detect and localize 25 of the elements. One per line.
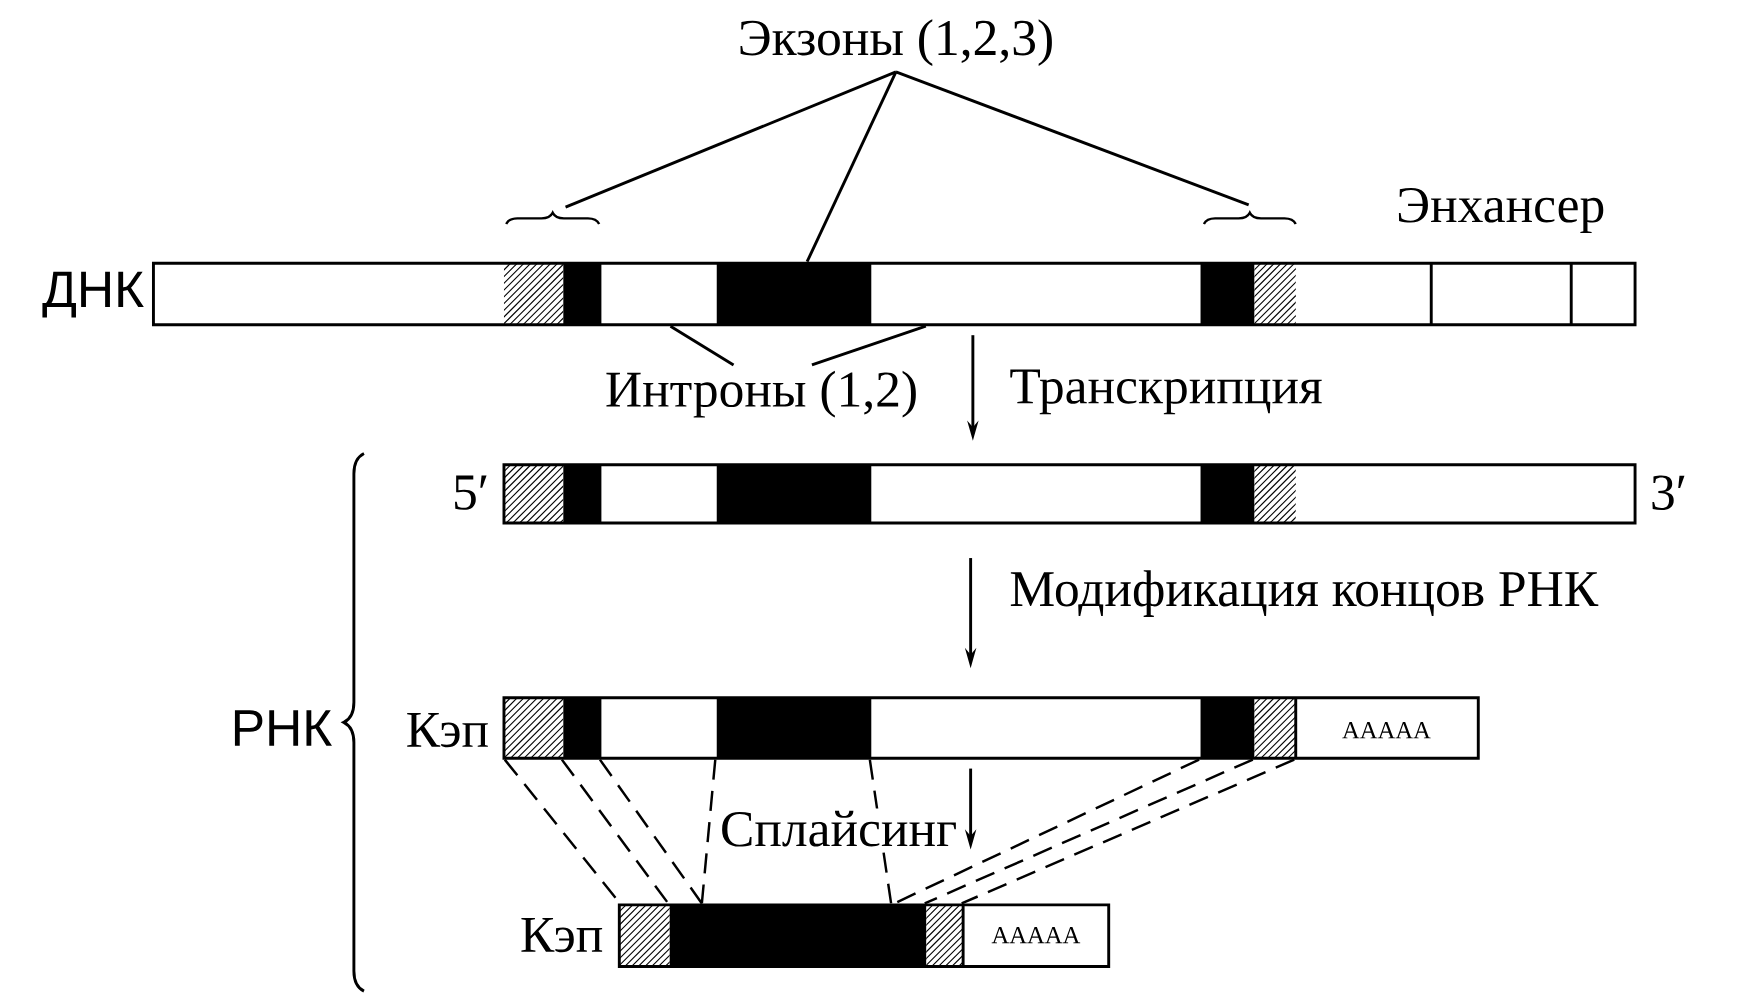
leader-line: [805, 71, 898, 263]
dna-strip: ДНК: [42, 261, 1637, 327]
dashed-line: [924, 758, 1254, 905]
edge-label: Модификация концов РНК: [1007, 568, 1601, 620]
node-label: Кэп: [407, 713, 488, 748]
dashed-line: [560, 759, 670, 905]
leader-line: [565, 70, 897, 209]
leader-line: [811, 325, 927, 367]
leader-line: [669, 325, 735, 367]
rna-strip: 5′ 3′: [455, 463, 1685, 525]
dashed-line: [598, 759, 703, 905]
label: РНК: [234, 710, 332, 746]
dashed-line: [700, 759, 717, 904]
callout-text: Экзоны (1,2,3): [740, 19, 1052, 67]
dashed-line: [961, 758, 1295, 905]
callout-text: Интроны (1,2): [606, 371, 916, 418]
edge-label: Сплайсинг: [717, 808, 960, 850]
node-label: 3′: [1652, 475, 1685, 511]
node-label: ДНК: [42, 271, 144, 318]
node-label: 5′: [455, 475, 487, 511]
leader-line: [895, 70, 1250, 207]
rna-strip: Кэп AAAAA: [407, 696, 1480, 760]
node-label: Кэп: [521, 918, 603, 953]
edge-label: Транскрипция: [1007, 367, 1325, 417]
mrna-strip: Кэп AAAAA: [521, 903, 1111, 969]
